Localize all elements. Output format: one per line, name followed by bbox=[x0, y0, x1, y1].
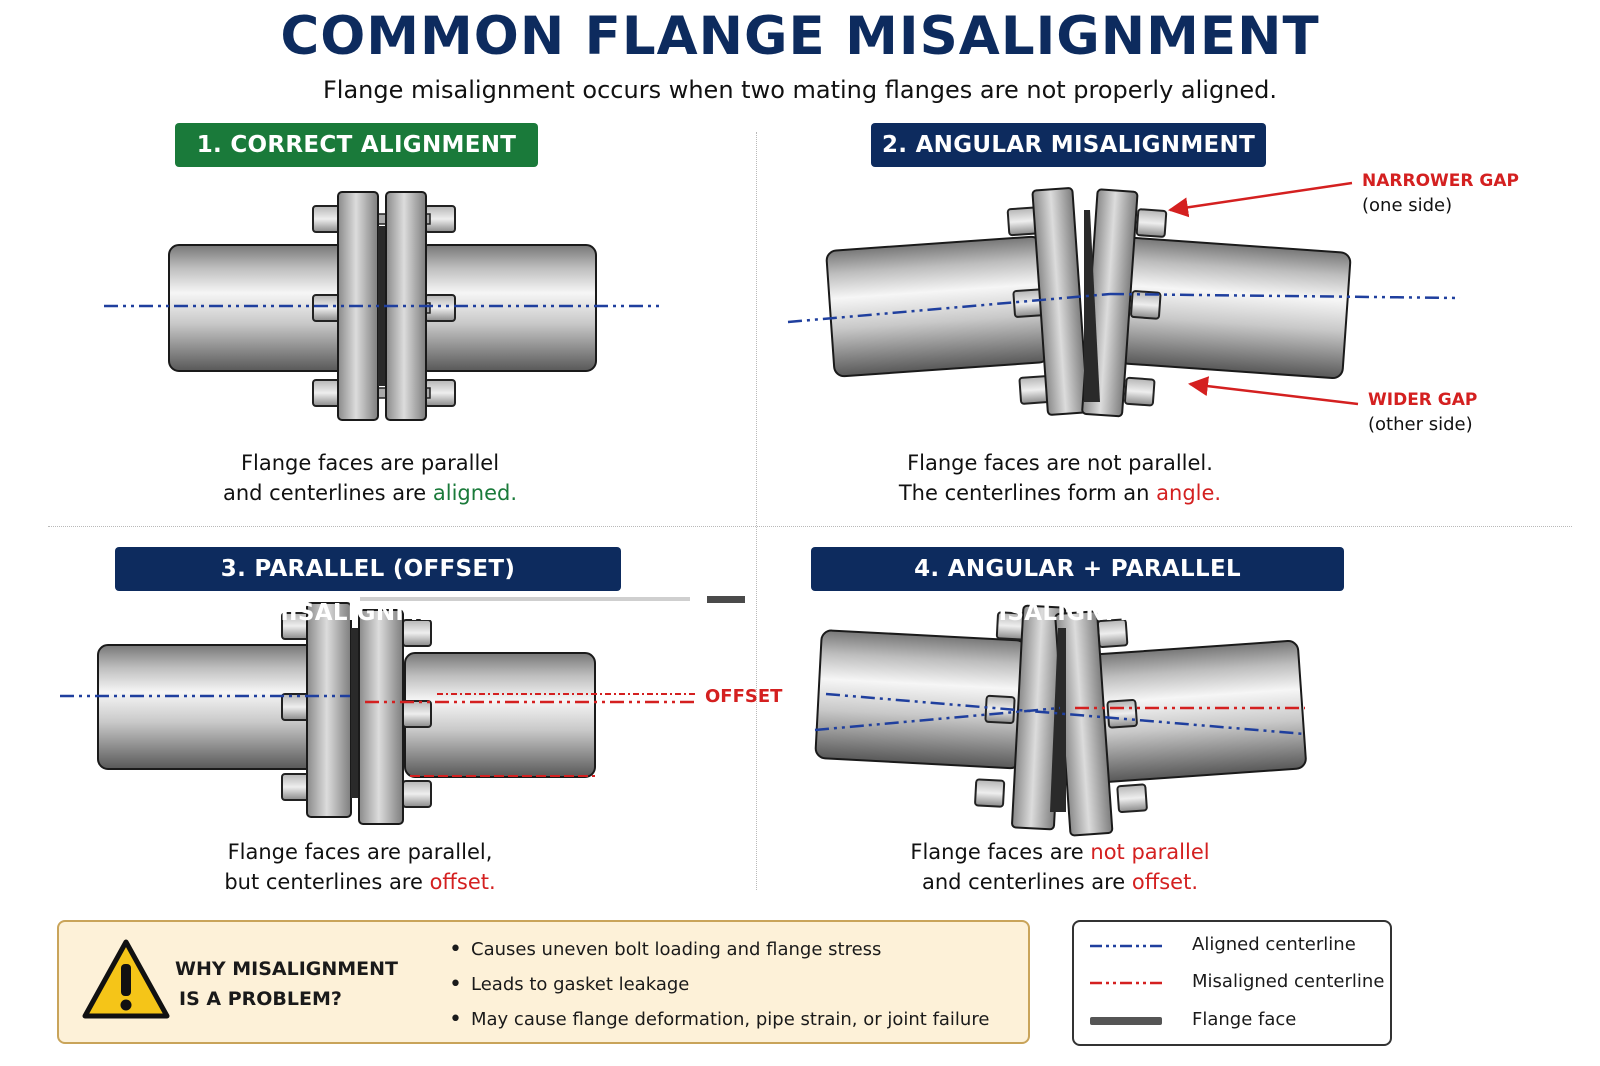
panel-4-description: Flange faces are not parallel and center… bbox=[840, 837, 1280, 897]
flange-face-swatch bbox=[1090, 1017, 1162, 1025]
desc-highlight: offset. bbox=[1131, 870, 1198, 894]
horizontal-divider bbox=[48, 526, 1572, 527]
panel-1-assembly bbox=[104, 191, 660, 421]
legend-item-misaligned: Misaligned centerline bbox=[1088, 969, 1388, 999]
warning-triangle-icon bbox=[82, 939, 170, 1019]
desc-highlight: offset. bbox=[429, 870, 496, 894]
misaligned-centerline-swatch bbox=[1090, 981, 1166, 985]
flange-face-marker bbox=[707, 596, 745, 603]
desc-highlight: not parallel bbox=[1090, 840, 1210, 864]
desc-text: and centerlines are bbox=[922, 870, 1132, 894]
desc-text: but centerlines are bbox=[224, 870, 430, 894]
panel-3-assembly bbox=[60, 596, 745, 825]
panel-1-description: Flange faces are parallel and centerline… bbox=[170, 448, 570, 508]
tapered-gap bbox=[1084, 210, 1100, 402]
panel-2-badge: 2. ANGULAR MISALIGNMENT bbox=[871, 123, 1266, 167]
panel-3-description: Flange faces are parallel, but centerlin… bbox=[160, 837, 560, 897]
wider-gap-arrow bbox=[1188, 376, 1359, 406]
left-flange bbox=[306, 602, 352, 818]
legend-item-flange-face: Flange face bbox=[1088, 1007, 1388, 1037]
desc-line: and centerlines are aligned. bbox=[170, 478, 570, 508]
why-title-line: WHY MISALIGNMENT bbox=[175, 958, 399, 980]
offset-label: OFFSET bbox=[705, 686, 783, 707]
right-pipe-group bbox=[1081, 188, 1352, 418]
why-bullet-list: Causes uneven bolt loading and flange st… bbox=[447, 932, 989, 1037]
why-title: WHY MISALIGNMENT IS A PROBLEM? bbox=[175, 954, 425, 1014]
legend-label: Flange face bbox=[1192, 1009, 1297, 1030]
panel-3-badge: 3. PARALLEL (OFFSET) MISALIGNMENT bbox=[115, 547, 621, 626]
narrower-gap-arrow bbox=[1168, 181, 1353, 218]
tapered-gap bbox=[1050, 628, 1066, 812]
narrower-gap-callout: NARROWER GAP (one side) bbox=[1362, 171, 1519, 216]
panel-2-assembly bbox=[787, 181, 1461, 418]
aligned-centerline bbox=[825, 692, 1306, 736]
misaligned-centerline-left bbox=[787, 292, 1111, 324]
bolts-right bbox=[424, 205, 456, 407]
wider-gap-callout: WIDER GAP (other side) bbox=[1368, 390, 1477, 435]
misaligned-centerline-blue bbox=[814, 706, 1061, 732]
desc-text: Flange faces are bbox=[910, 840, 1091, 864]
vertical-divider bbox=[756, 132, 757, 890]
right-pipe bbox=[404, 652, 596, 778]
left-pipe-group bbox=[825, 187, 1089, 416]
left-flange bbox=[1031, 187, 1089, 416]
subtitle: Flange misalignment occurs when two mati… bbox=[322, 76, 1278, 104]
flange-face-marker bbox=[360, 597, 690, 601]
misaligned-centerline-right bbox=[1109, 292, 1461, 300]
gasket bbox=[351, 628, 359, 798]
panel-2-description: Flange faces are not parallel. The cente… bbox=[830, 448, 1290, 508]
panel-4-badge: 4. ANGULAR + PARALLEL MISALIGNMENT bbox=[811, 547, 1344, 626]
why-bullet: Leads to gasket leakage bbox=[447, 967, 989, 1002]
desc-line: Flange faces are parallel, bbox=[227, 840, 493, 864]
desc-line: The centerlines form an angle. bbox=[830, 478, 1290, 508]
main-title: COMMON FLANGE MISALIGNMENT bbox=[280, 6, 1320, 67]
wider-gap-sub: (other side) bbox=[1368, 414, 1473, 435]
desc-line: and centerlines are offset. bbox=[840, 867, 1280, 897]
panel-4-assembly bbox=[814, 604, 1307, 837]
gasket bbox=[378, 226, 386, 386]
why-bullet: Causes uneven bolt loading and flange st… bbox=[447, 932, 989, 967]
narrower-gap-label: NARROWER GAP bbox=[1362, 171, 1519, 191]
desc-line: but centerlines are offset. bbox=[160, 867, 560, 897]
desc-highlight: angle. bbox=[1156, 481, 1222, 505]
desc-text: The centerlines form an bbox=[898, 481, 1157, 505]
right-flange bbox=[358, 609, 404, 825]
why-bullet: May cause flange deformation, pipe strai… bbox=[447, 1002, 989, 1037]
panel-1-badge: 1. CORRECT ALIGNMENT bbox=[175, 123, 538, 167]
why-title-line: IS A PROBLEM? bbox=[179, 988, 342, 1010]
desc-line: Flange faces are not parallel. bbox=[907, 451, 1213, 475]
wider-gap-label: WIDER GAP bbox=[1368, 390, 1478, 410]
desc-line: Flange faces are parallel bbox=[240, 451, 500, 475]
desc-line: Flange faces are not parallel bbox=[840, 837, 1280, 867]
legend-label: Misaligned centerline bbox=[1192, 971, 1385, 992]
bolts-left bbox=[312, 205, 344, 407]
why-misalignment-box: WHY MISALIGNMENT IS A PROBLEM? Causes un… bbox=[57, 920, 1030, 1044]
legend-label: Aligned centerline bbox=[1192, 934, 1356, 955]
aligned-centerline-swatch bbox=[1090, 944, 1166, 948]
desc-text: and centerlines are bbox=[222, 481, 433, 505]
narrower-gap-sub: (one side) bbox=[1362, 195, 1453, 216]
legend-item-aligned: Aligned centerline bbox=[1088, 932, 1388, 962]
desc-highlight: aligned. bbox=[432, 481, 517, 505]
legend: Aligned centerline Misaligned centerline… bbox=[1072, 920, 1392, 1046]
